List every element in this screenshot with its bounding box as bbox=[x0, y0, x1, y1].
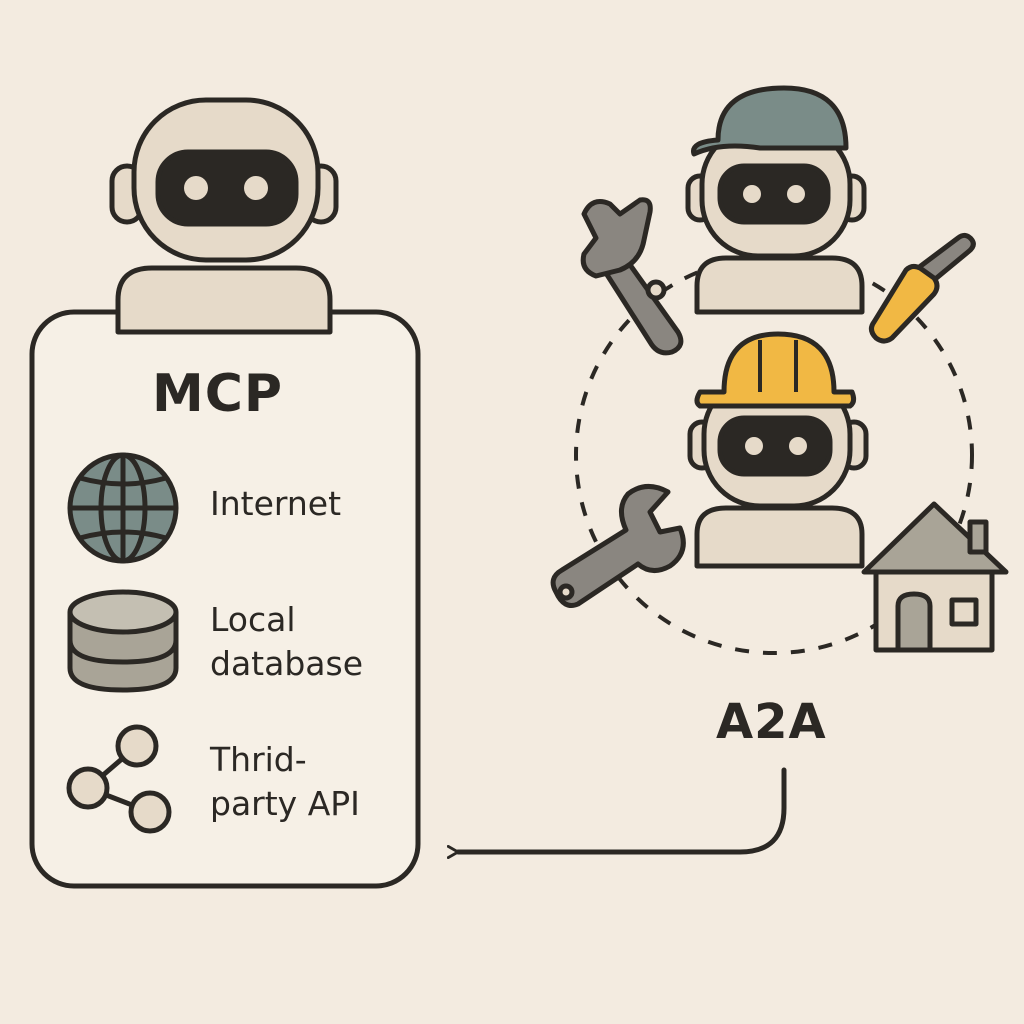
third-party-api-label-line-1: Thrid- bbox=[210, 740, 307, 779]
mcp-robot-shoulders bbox=[115, 265, 333, 335]
hardhat-robot-eye-left bbox=[745, 437, 763, 455]
screwdriver-icon bbox=[868, 232, 976, 344]
hardhat-robot-visor bbox=[717, 415, 833, 477]
mcp-robot bbox=[109, 97, 339, 335]
internet-label: Internet bbox=[210, 482, 341, 526]
local-database-label-line-1: Local bbox=[210, 600, 296, 639]
hardhat-robot-hat bbox=[694, 331, 857, 409]
a2a-title: A2A bbox=[716, 694, 827, 750]
cap-robot-visor bbox=[717, 163, 831, 225]
wrench-icon bbox=[550, 484, 686, 608]
hardhat-robot bbox=[687, 331, 869, 569]
pipe-wrench-icon bbox=[580, 197, 684, 356]
mcp-robot-eye-left bbox=[184, 176, 208, 200]
cap-robot bbox=[685, 85, 867, 315]
cap-robot-shoulders bbox=[694, 255, 865, 315]
third-party-api-label: Thrid- party API bbox=[210, 738, 360, 826]
cap-robot-eye-left bbox=[743, 185, 761, 203]
internet-label-line: Internet bbox=[210, 484, 342, 523]
mcp-title: MCP bbox=[152, 364, 284, 424]
network-nodes-icon bbox=[66, 724, 172, 834]
a2a-to-mcp-arrow bbox=[446, 767, 787, 859]
database-icon bbox=[67, 589, 179, 693]
house-icon bbox=[861, 501, 1009, 653]
globe-icon bbox=[67, 452, 179, 564]
third-party-api-label-line-2: party API bbox=[210, 784, 360, 823]
mcp-robot-eye-right bbox=[244, 176, 268, 200]
hardhat-robot-shoulders bbox=[694, 505, 865, 569]
cap-robot-eye-right bbox=[787, 185, 805, 203]
cap-robot-cap bbox=[691, 85, 849, 157]
mcp-robot-visor bbox=[155, 149, 299, 227]
hardhat-robot-eye-right bbox=[789, 437, 807, 455]
local-database-label-line-2: database bbox=[210, 644, 363, 683]
local-database-label: Local database bbox=[210, 598, 363, 686]
